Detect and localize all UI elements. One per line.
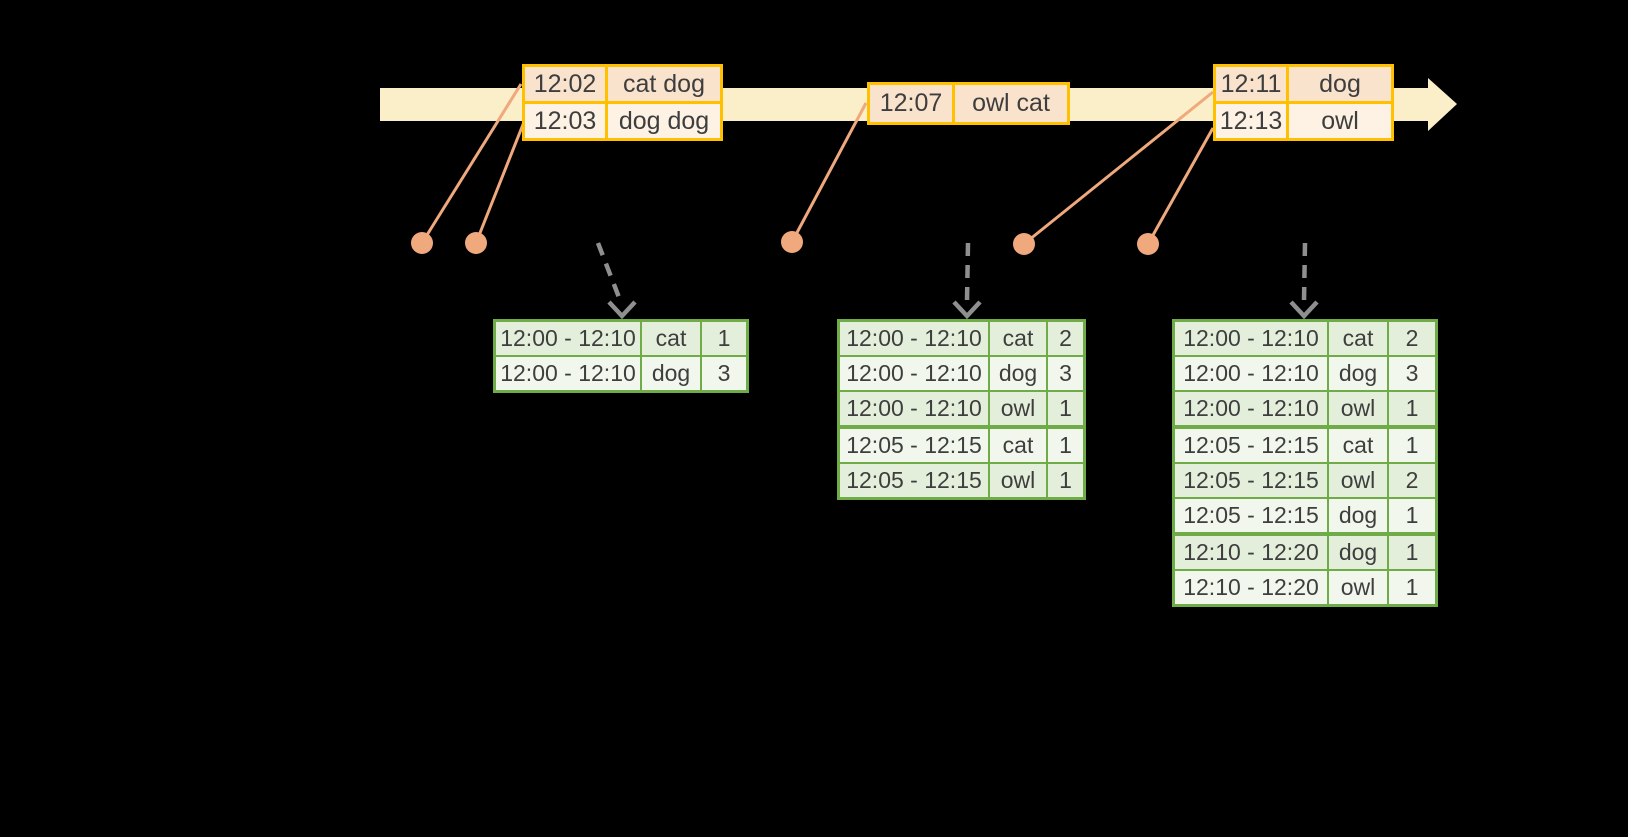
result-cell-word: cat xyxy=(990,429,1046,462)
event-cell-words: dog xyxy=(1289,67,1391,101)
result-cell-count: 1 xyxy=(1389,536,1435,569)
result-cell-window: 12:00 - 12:10 xyxy=(1175,392,1327,425)
trigger-arrow xyxy=(595,242,637,320)
trigger-arrow xyxy=(952,242,982,320)
event-dot xyxy=(465,232,487,254)
result-cell-window: 12:10 - 12:20 xyxy=(1175,571,1327,604)
result-cell-count: 1 xyxy=(1389,571,1435,604)
result-cell-count: 1 xyxy=(702,322,746,355)
result-cell-count: 2 xyxy=(1389,464,1435,497)
event-dot xyxy=(1137,233,1159,255)
result-cell-window: 12:00 - 12:10 xyxy=(496,357,640,390)
result-cell-word: owl xyxy=(990,392,1046,425)
event-dot xyxy=(411,232,433,254)
result-cell-window: 12:05 - 12:15 xyxy=(1175,464,1327,497)
result-cell-word: cat xyxy=(1329,429,1387,462)
result-cell-window: 12:00 - 12:10 xyxy=(840,357,988,390)
result-cell-count: 2 xyxy=(1389,322,1435,355)
result-cell-count: 1 xyxy=(1389,499,1435,532)
result-cell-count: 3 xyxy=(1048,357,1083,390)
result-cell-word: cat xyxy=(1329,322,1387,355)
result-cell-word: cat xyxy=(990,322,1046,355)
event-cell-time: 12:02 xyxy=(525,67,605,101)
result-cell-count: 3 xyxy=(702,357,746,390)
event-connector-line xyxy=(474,121,526,244)
result-cell-window: 12:05 - 12:15 xyxy=(840,464,988,497)
result-cell-count: 3 xyxy=(1389,357,1435,390)
result-cell-window: 12:05 - 12:15 xyxy=(1175,499,1327,532)
result-cell-count: 1 xyxy=(1048,392,1083,425)
result-cell-window: 12:05 - 12:15 xyxy=(840,429,988,462)
event-dot xyxy=(1013,233,1035,255)
result-cell-word: dog xyxy=(1329,499,1387,532)
event-dot xyxy=(781,231,803,253)
event-cell-time: 12:07 xyxy=(870,85,952,122)
result-cell-word: owl xyxy=(1329,392,1387,425)
result-cell-word: cat xyxy=(642,322,700,355)
result-cell-window: 12:10 - 12:20 xyxy=(1175,536,1327,569)
result-cell-window: 12:00 - 12:10 xyxy=(496,322,640,355)
event-connector-line xyxy=(790,102,868,243)
event-cell-words: owl xyxy=(1289,104,1391,138)
event-connector-line xyxy=(420,83,523,244)
result-cell-word: owl xyxy=(1329,571,1387,604)
result-cell-window: 12:00 - 12:10 xyxy=(840,322,988,355)
result-cell-window: 12:05 - 12:15 xyxy=(1175,429,1327,462)
event-cell-time: 12:13 xyxy=(1216,104,1286,138)
event-cell-words: dog dog xyxy=(608,104,720,138)
result-cell-window: 12:00 - 12:10 xyxy=(840,392,988,425)
result-cell-count: 2 xyxy=(1048,322,1083,355)
result-cell-word: dog xyxy=(642,357,700,390)
event-cell-words: cat dog xyxy=(608,67,720,101)
result-cell-count: 1 xyxy=(1048,429,1083,462)
event-cell-words: owl cat xyxy=(955,85,1067,122)
result-cell-word: owl xyxy=(990,464,1046,497)
event-connector-line xyxy=(1146,127,1215,245)
result-cell-word: owl xyxy=(1329,464,1387,497)
result-cell-window: 12:00 - 12:10 xyxy=(1175,322,1327,355)
result-cell-count: 1 xyxy=(1389,392,1435,425)
result-cell-word: dog xyxy=(1329,357,1387,390)
event-cell-time: 12:11 xyxy=(1216,67,1286,101)
result-cell-word: dog xyxy=(990,357,1046,390)
trigger-arrow xyxy=(1289,242,1319,320)
event-connector-line xyxy=(1023,90,1214,246)
event-cell-time: 12:03 xyxy=(525,104,605,138)
result-cell-count: 1 xyxy=(1389,429,1435,462)
event-time-axis-arrowhead xyxy=(1428,78,1457,131)
result-cell-window: 12:00 - 12:10 xyxy=(1175,357,1327,390)
result-cell-word: dog xyxy=(1329,536,1387,569)
result-cell-count: 1 xyxy=(1048,464,1083,497)
